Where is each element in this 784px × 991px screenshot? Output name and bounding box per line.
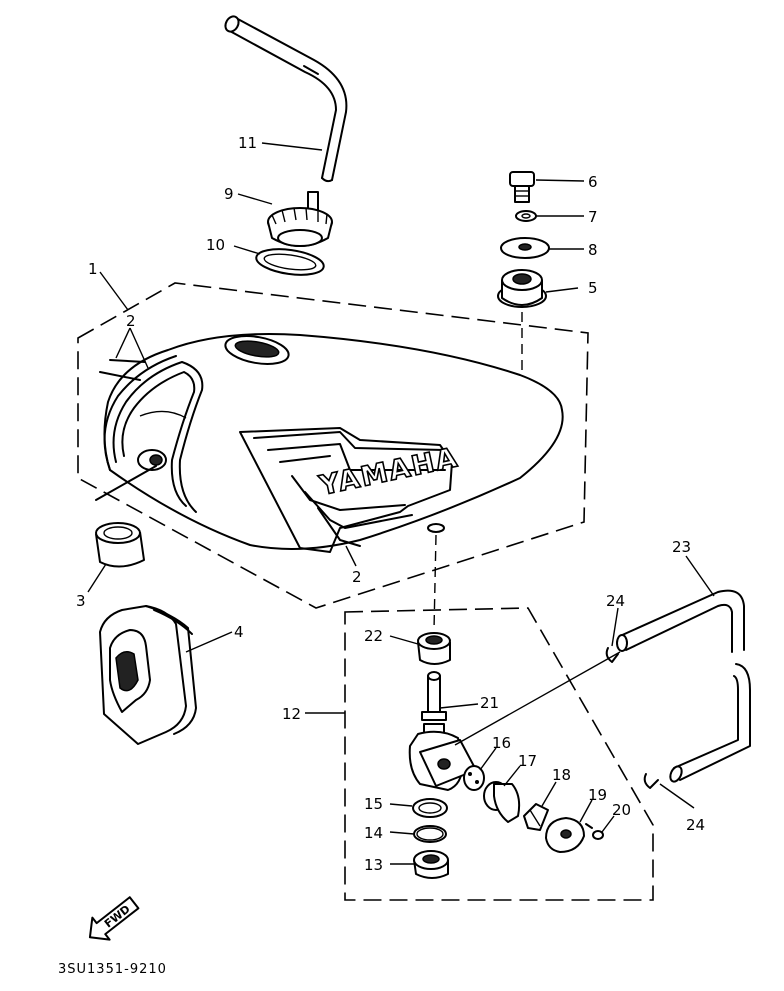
hose-clip-lower-part bbox=[643, 773, 659, 789]
fuel-hose-part bbox=[616, 589, 751, 783]
callout-3: 3 bbox=[76, 592, 86, 610]
cap-gasket-part bbox=[255, 248, 325, 276]
cock-lever-part bbox=[483, 781, 521, 823]
fuel-cock-assembly-outline bbox=[344, 607, 654, 901]
tank-assembly-outline bbox=[77, 282, 589, 609]
fuel-tank-part bbox=[95, 333, 564, 553]
callout-2-bottom: 2 bbox=[352, 568, 362, 586]
o-ring-small-part bbox=[413, 825, 447, 843]
callout-numbers: 1 2 2 3 4 5 6 7 8 9 10 11 12 13 14 15 16… bbox=[76, 134, 705, 874]
outlet-center-line bbox=[433, 534, 437, 631]
collar-plate-part bbox=[500, 237, 550, 259]
callout-20: 20 bbox=[612, 801, 631, 819]
callout-9: 9 bbox=[224, 185, 234, 203]
callout-8: 8 bbox=[588, 241, 598, 259]
bolt-part bbox=[509, 171, 535, 203]
grommet-part bbox=[95, 522, 145, 568]
damper-part bbox=[497, 269, 547, 308]
forward-arrow-icon bbox=[88, 896, 140, 941]
fuel-cock-part bbox=[408, 671, 477, 791]
callout-17: 17 bbox=[518, 752, 537, 770]
callout-14: 14 bbox=[364, 824, 383, 842]
fuel-cock-center-line bbox=[454, 651, 621, 746]
breather-hose-part bbox=[224, 15, 348, 183]
callout-2-top: 2 bbox=[126, 312, 136, 330]
callout-7: 7 bbox=[588, 208, 598, 226]
callout-12: 12 bbox=[282, 705, 301, 723]
o-ring-large-part bbox=[412, 798, 448, 818]
callout-24-upper: 24 bbox=[606, 592, 625, 610]
callout-16: 16 bbox=[492, 734, 511, 752]
callout-4: 4 bbox=[234, 623, 244, 641]
washer-part bbox=[515, 210, 537, 222]
sediment-cup-part bbox=[413, 850, 449, 879]
callout-23: 23 bbox=[672, 538, 691, 556]
lever-disc-part bbox=[463, 765, 485, 791]
fuel-cap-part bbox=[267, 191, 333, 247]
hose-clip-upper-part bbox=[605, 647, 619, 663]
callout-10: 10 bbox=[206, 236, 225, 254]
screw-part bbox=[585, 823, 604, 840]
callout-1: 1 bbox=[88, 260, 98, 278]
callout-19: 19 bbox=[588, 786, 607, 804]
callout-21: 21 bbox=[480, 694, 499, 712]
callout-13: 13 bbox=[364, 856, 383, 874]
callout-18: 18 bbox=[552, 766, 571, 784]
callout-15: 15 bbox=[364, 795, 383, 813]
callout-24-lower: 24 bbox=[686, 816, 705, 834]
rubber-cover-part bbox=[99, 605, 197, 745]
strainer-gasket-part bbox=[417, 632, 451, 665]
wave-washer-part bbox=[523, 803, 549, 831]
callout-22: 22 bbox=[364, 627, 383, 645]
callout-5: 5 bbox=[588, 279, 598, 297]
leader-lines bbox=[87, 142, 715, 865]
callout-11: 11 bbox=[238, 134, 257, 152]
diagram-code: 3SU1351-9210 bbox=[58, 962, 167, 977]
lever-plate-part bbox=[545, 817, 585, 853]
callout-6: 6 bbox=[588, 173, 598, 191]
